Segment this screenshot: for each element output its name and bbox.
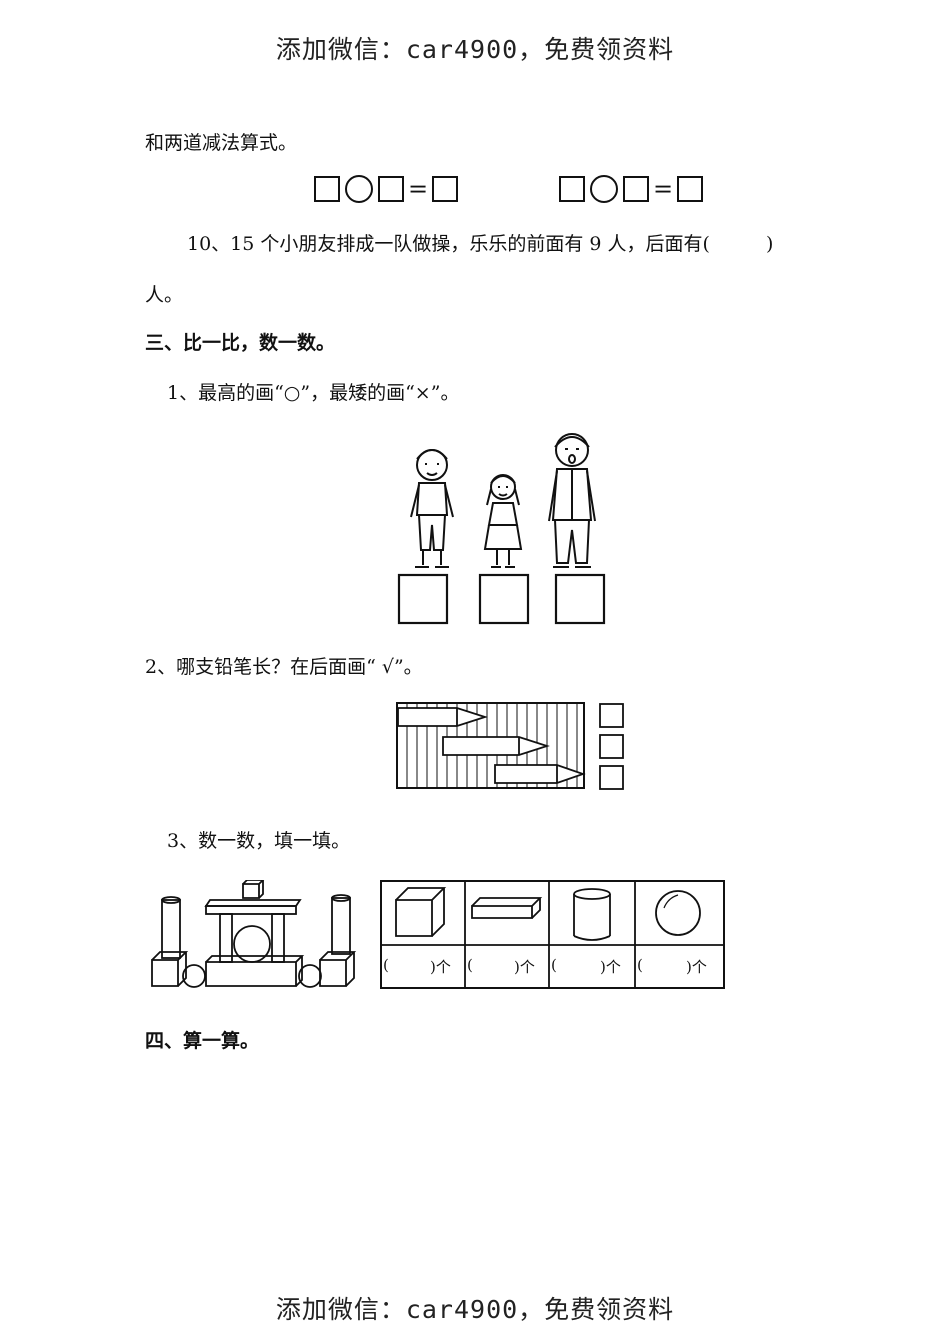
operator-circle[interactable] <box>590 175 618 203</box>
block-structure-figure <box>148 880 368 992</box>
question-10-end: 人。 <box>145 284 184 306</box>
count-open-paren: ( <box>383 956 389 974</box>
answer-box-pencil-3 <box>599 765 624 790</box>
question-10: 10、15 个小朋友排成一队做操，乐乐的前面有 9 人，后面有() <box>187 229 773 256</box>
operator-circle[interactable] <box>345 175 373 203</box>
sphere-icon <box>655 890 701 936</box>
question-3-1: 1、最高的画“○”，最矮的画“×”。 <box>167 382 460 404</box>
header-banner: 添加微信：car4900，免费领资料 <box>275 35 675 64</box>
answer-box-boy <box>397 573 449 625</box>
pencil-comparison-figure <box>395 700 630 792</box>
count-open-paren: ( <box>551 956 557 974</box>
answer-box[interactable] <box>559 176 585 202</box>
question-10-close: ) <box>765 233 774 255</box>
cube-icon <box>395 887 447 937</box>
count-close-unit: )个 <box>600 958 621 976</box>
boy-illustration <box>410 449 454 568</box>
section-3-title: 三、比一比，数一数。 <box>145 332 336 354</box>
section-4-title: 四、算一算。 <box>145 1030 260 1052</box>
answer-box-man <box>554 573 606 625</box>
count-close-unit: )个 <box>430 958 451 976</box>
equals-sign: = <box>408 175 429 203</box>
answer-box[interactable] <box>378 176 404 202</box>
cuboid-icon <box>471 897 543 919</box>
answer-box[interactable] <box>432 176 459 202</box>
equals-sign: = <box>653 175 674 203</box>
footer-banner: 添加微信：car4900，免费领资料 <box>275 1295 675 1324</box>
pencil-3 <box>494 764 586 784</box>
count-close-unit: )个 <box>514 958 535 976</box>
girl-illustration <box>483 474 523 568</box>
count-open-paren: ( <box>467 956 473 974</box>
count-close-unit: )个 <box>686 958 707 976</box>
answer-box[interactable] <box>314 176 340 202</box>
answer-box-pencil-2 <box>599 734 624 759</box>
children-height-figure <box>385 425 625 630</box>
question-10-text: 10、15 个小朋友排成一队做操，乐乐的前面有 9 人，后面有( <box>187 233 710 255</box>
question-3-3: 3、数一数，填一填。 <box>167 830 351 852</box>
answer-box[interactable] <box>623 176 649 202</box>
answer-box-pencil-1 <box>599 703 624 728</box>
pencil-1 <box>397 707 488 727</box>
equation-template-2: = <box>557 175 705 203</box>
question-9-tail: 和两道减法算式。 <box>145 132 298 154</box>
answer-box-girl <box>478 573 530 625</box>
shape-count-table: ( )个 ( )个 ( )个 ( )个 <box>380 880 726 990</box>
equation-template-1: = <box>312 175 460 203</box>
question-3-2: 2、哪支铅笔长？在后面画“ √”。 <box>145 656 423 678</box>
man-illustration <box>548 433 596 568</box>
answer-box[interactable] <box>677 176 704 202</box>
count-open-paren: ( <box>637 956 643 974</box>
cylinder-icon <box>573 888 611 941</box>
pencil-2 <box>442 736 550 756</box>
